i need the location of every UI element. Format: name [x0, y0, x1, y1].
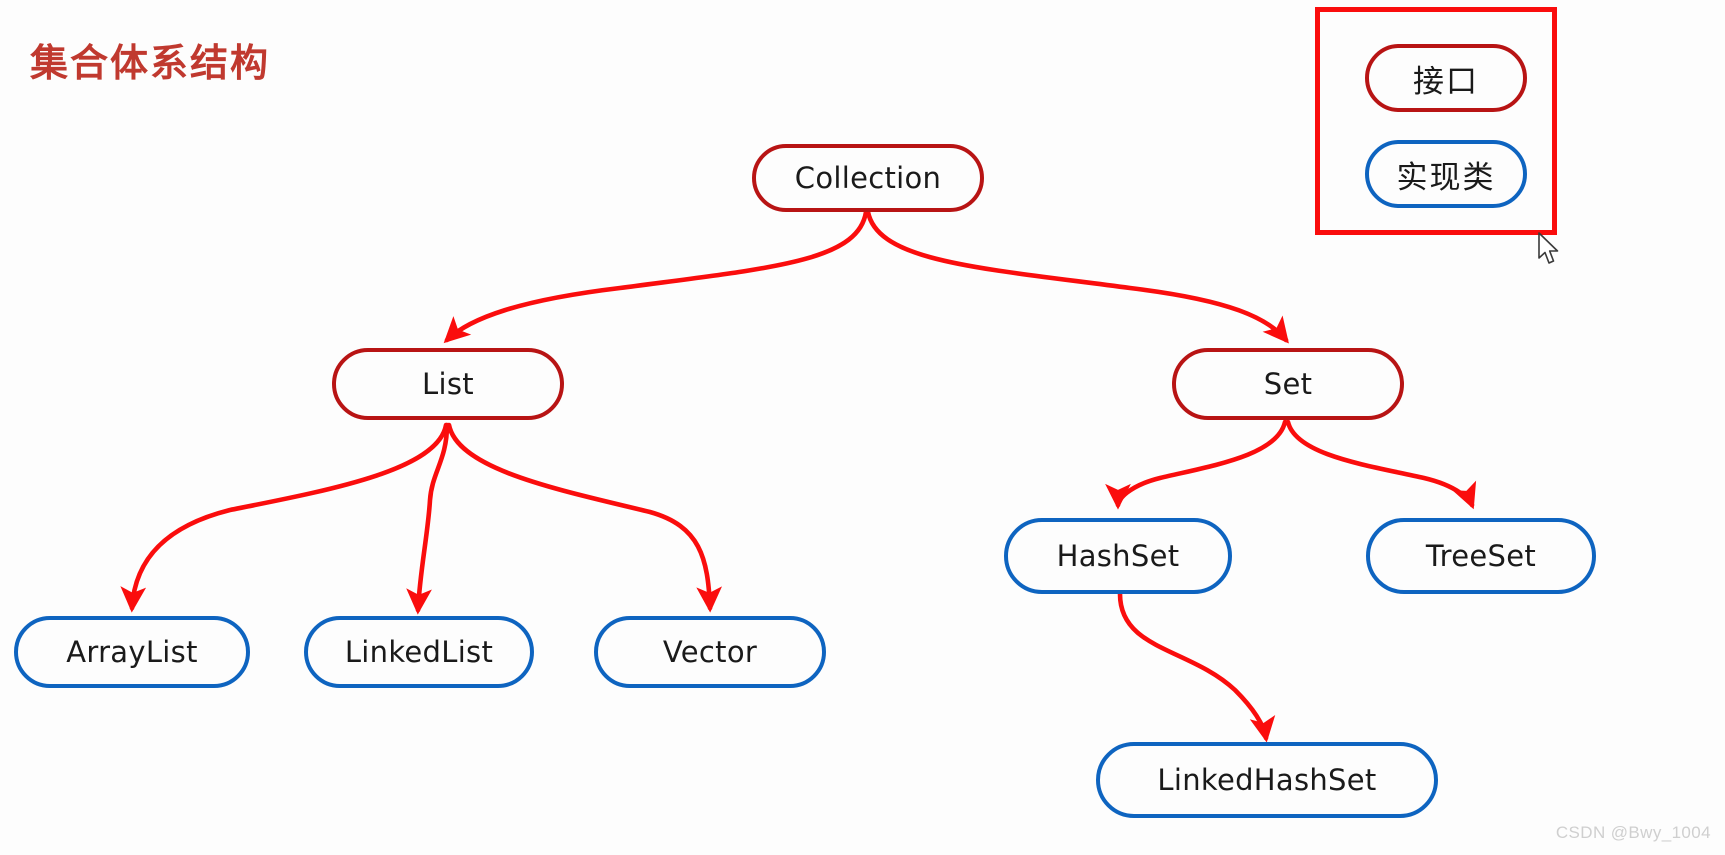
edge-set-hashset: [1105, 419, 1288, 510]
edge-collection-set: [865, 209, 1289, 344]
edge-list-vector: [446, 422, 723, 613]
edge-set-treeset: [1285, 419, 1477, 510]
node-linkedlist[interactable]: LinkedList: [304, 616, 534, 688]
node-hashset[interactable]: HashSet: [1004, 518, 1232, 594]
node-set-label: Set: [1263, 367, 1313, 401]
node-collection-label: Collection: [794, 161, 942, 195]
node-vector[interactable]: Vector: [594, 616, 826, 688]
node-arraylist[interactable]: ArrayList: [14, 616, 250, 688]
legend-impl-label: 实现类: [1396, 159, 1496, 196]
node-list[interactable]: List: [332, 348, 564, 420]
node-linkedhashset-label: LinkedHashSet: [1157, 763, 1377, 797]
node-list-label: List: [422, 367, 474, 401]
node-treeset-label: TreeSet: [1425, 539, 1537, 573]
mouse-cursor-icon: [1538, 232, 1559, 264]
node-arraylist-label: ArrayList: [66, 635, 198, 669]
legend-impl-pill[interactable]: 实现类: [1365, 140, 1527, 208]
node-collection[interactable]: Collection: [752, 144, 984, 212]
node-treeset[interactable]: TreeSet: [1366, 518, 1596, 594]
legend-interface-label: 接口: [1413, 63, 1479, 100]
edge-collection-list: [443, 209, 869, 344]
page-title: 集合体系结构: [30, 41, 271, 85]
node-linkedlist-label: LinkedList: [344, 635, 494, 669]
edge-list-linkedlist: [406, 422, 450, 615]
node-set[interactable]: Set: [1172, 348, 1404, 420]
edge-hashset-linkedhashset: [1117, 591, 1276, 743]
watermark: CSDN @Bwy_1004: [1555, 823, 1711, 842]
node-vector-label: Vector: [662, 635, 758, 669]
legend-interface-pill[interactable]: 接口: [1365, 44, 1527, 112]
edge-list-arraylist: [120, 422, 449, 613]
node-hashset-label: HashSet: [1056, 539, 1180, 573]
node-linkedhashset[interactable]: LinkedHashSet: [1096, 742, 1438, 818]
legend-box: [1315, 7, 1557, 235]
